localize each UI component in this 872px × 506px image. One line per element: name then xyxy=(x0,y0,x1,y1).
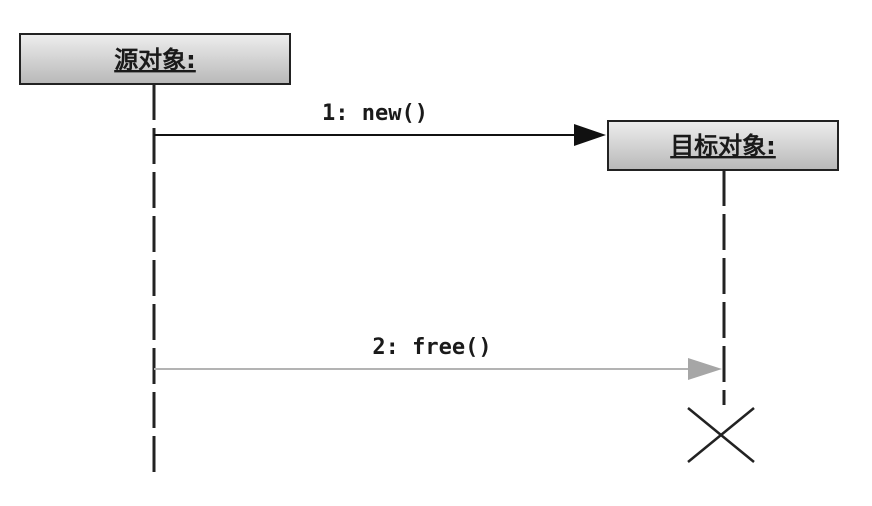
source-object-label: 源对象: xyxy=(114,46,196,74)
message-new-label: 1: new() xyxy=(322,101,428,126)
source-object: 源对象: xyxy=(19,33,291,85)
message-free: 2: free() xyxy=(154,335,722,380)
destroy-x-icon xyxy=(687,407,755,463)
target-object: 目标对象: xyxy=(607,120,839,171)
message-new: 1: new() xyxy=(154,101,606,146)
message-free-label: 2: free() xyxy=(372,335,491,360)
arrowhead-icon xyxy=(688,358,722,380)
target-object-label: 目标对象: xyxy=(670,132,776,160)
arrowhead-icon xyxy=(574,124,606,146)
